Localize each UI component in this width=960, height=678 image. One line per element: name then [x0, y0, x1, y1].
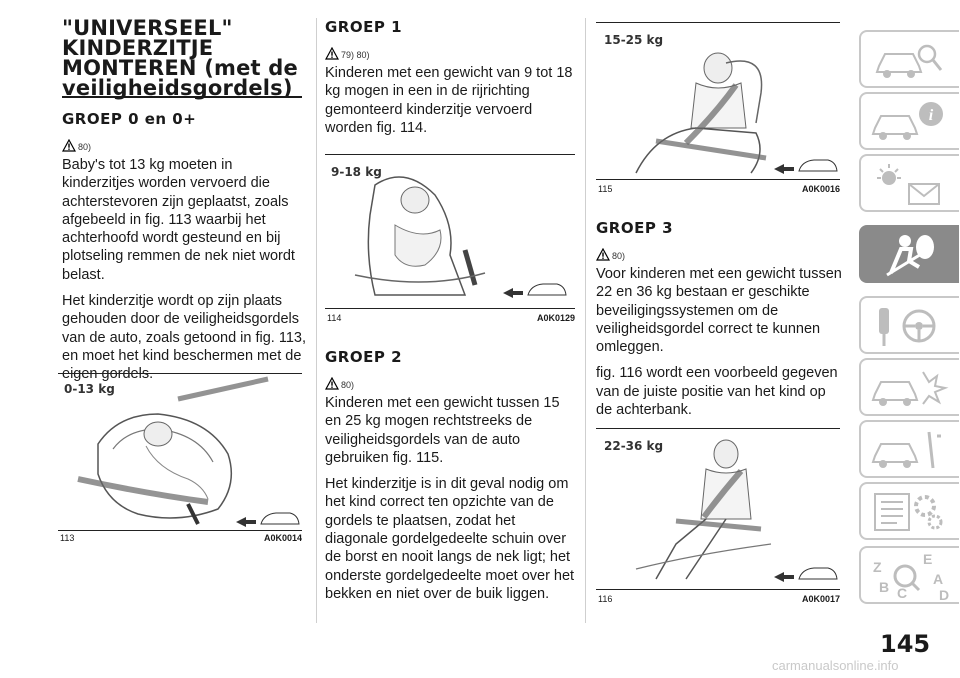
car-service-icon	[871, 431, 941, 469]
car-search-icon	[875, 44, 943, 78]
figure-code: A0K0014	[263, 533, 302, 543]
group3-section: GROEP 3 80) Voor kinderen met een gewich…	[596, 219, 844, 419]
key-steering-wheel-icon	[879, 308, 936, 346]
figure-number: 114	[327, 313, 342, 323]
figure-number: 115	[598, 184, 613, 194]
direction-arrow-icon	[236, 517, 256, 527]
side-tab-specs[interactable]	[859, 482, 959, 540]
column-divider	[316, 18, 317, 623]
figure-114: 9-18 kg	[325, 154, 575, 309]
side-tab-car-info[interactable]: i	[859, 92, 959, 150]
weight-label: 15-25 kg	[604, 33, 664, 47]
weight-label: 22-36 kg	[604, 439, 664, 453]
watermark: carmanualsonline.info	[772, 658, 899, 673]
figure-caption: 116 A0K0017	[598, 594, 840, 604]
side-tab-key-steering[interactable]	[859, 296, 959, 354]
svg-text:A: A	[933, 571, 943, 587]
specs-gear-icon	[874, 493, 943, 531]
group1-section: GROEP 1 79) 80) Kinderen met een gewicht…	[325, 18, 577, 137]
infant-carrier-illustration	[77, 376, 300, 527]
airbag-seatbelt-icon	[886, 235, 934, 277]
svg-text:E: E	[923, 551, 932, 567]
figure-code: A0K0129	[536, 313, 575, 323]
group0-section: GROEP 0 en 0+ 80) Baby's tot 13 kg moete…	[62, 110, 307, 384]
group2-paragraph-1: Kinderen met een gewicht tussen 15 en 25…	[325, 395, 560, 466]
warning-reference: 80)	[325, 372, 577, 390]
side-tab-dashboard-warning[interactable]	[859, 154, 959, 212]
side-tab-car-service[interactable]	[859, 420, 959, 478]
side-tab-car-crash[interactable]	[859, 358, 959, 416]
group0-paragraph-1: Baby's tot 13 kg moeten in kinderzitjes …	[62, 157, 295, 283]
warning-triangle-icon	[325, 47, 339, 60]
column-divider	[585, 18, 586, 623]
group2-heading: GROEP 2	[325, 348, 403, 366]
figure-115: 15-25 kg	[596, 22, 840, 180]
figure-caption: 115 A0K0016	[598, 184, 840, 194]
car-info-icon: i	[871, 102, 943, 140]
figure-116: 22-36 kg	[596, 428, 840, 590]
group2-section: GROEP 2 80) Kinderen met een gewicht tus…	[325, 348, 577, 603]
figure-code: A0K0016	[801, 184, 840, 194]
svg-text:i: i	[929, 107, 934, 124]
group3-heading: GROEP 3	[596, 219, 674, 237]
child-seat-illustration	[354, 176, 567, 298]
svg-text:B: B	[879, 579, 889, 595]
seat-belt-child-illustration	[635, 439, 838, 582]
direction-arrow-icon	[774, 572, 794, 582]
figure-code: A0K0017	[801, 594, 840, 604]
warning-triangle-icon	[325, 377, 339, 390]
figure-113: 0-13 kg	[58, 373, 302, 531]
alphabet-index-icon: Z E A B C D	[873, 551, 949, 603]
group0-heading: GROEP 0 en 0+	[62, 110, 197, 128]
page-title: "UNIVERSEEL" KINDERZITJE MONTEREN (met d…	[62, 16, 298, 100]
booster-seat-illustration	[635, 52, 838, 174]
side-tab-alphabet-index[interactable]: Z E A B C D	[859, 546, 959, 604]
section-title: "UNIVERSEEL" KINDERZITJE MONTEREN (met d…	[62, 16, 307, 100]
weight-label: 9-18 kg	[331, 165, 382, 179]
side-tab-airbag-seatbelt[interactable]	[859, 225, 959, 283]
svg-text:C: C	[897, 585, 907, 601]
group3-paragraph-1: Voor kinderen met een gewicht tussen 22 …	[596, 266, 842, 356]
svg-text:Z: Z	[873, 559, 882, 575]
page-number: 145	[880, 630, 931, 658]
car-crash-icon	[871, 371, 949, 406]
svg-text:D: D	[939, 587, 949, 602]
direction-arrow-icon	[774, 164, 794, 174]
dashboard-warning-icon	[877, 164, 940, 205]
group0-paragraph-2: Het kinderzitje wordt op zijn plaats geh…	[62, 293, 306, 383]
group1-heading: GROEP 1	[325, 18, 403, 36]
group2-paragraph-2: Het kinderzitje is in dit geval nodig om…	[325, 476, 575, 602]
warning-reference: 80)	[596, 243, 844, 261]
warning-triangle-icon	[596, 248, 610, 261]
group3-paragraph-2: fig. 116 wordt een voorbeeld gegeven van…	[596, 365, 838, 419]
side-tab-car-search[interactable]	[859, 30, 959, 88]
direction-arrow-icon	[503, 288, 523, 298]
warning-triangle-icon	[62, 139, 76, 152]
figure-number: 113	[60, 533, 75, 543]
group1-paragraph-1: Kinderen met een gewicht van 9 tot 18 kg…	[325, 65, 573, 136]
weight-label: 0-13 kg	[64, 382, 115, 396]
figure-caption: 113 A0K0014	[60, 533, 302, 543]
warning-reference: 79) 80)	[325, 42, 577, 60]
figure-caption: 114 A0K0129	[327, 313, 575, 323]
warning-reference: 80)	[62, 134, 307, 152]
figure-number: 116	[598, 594, 613, 604]
title-underline	[62, 96, 302, 98]
